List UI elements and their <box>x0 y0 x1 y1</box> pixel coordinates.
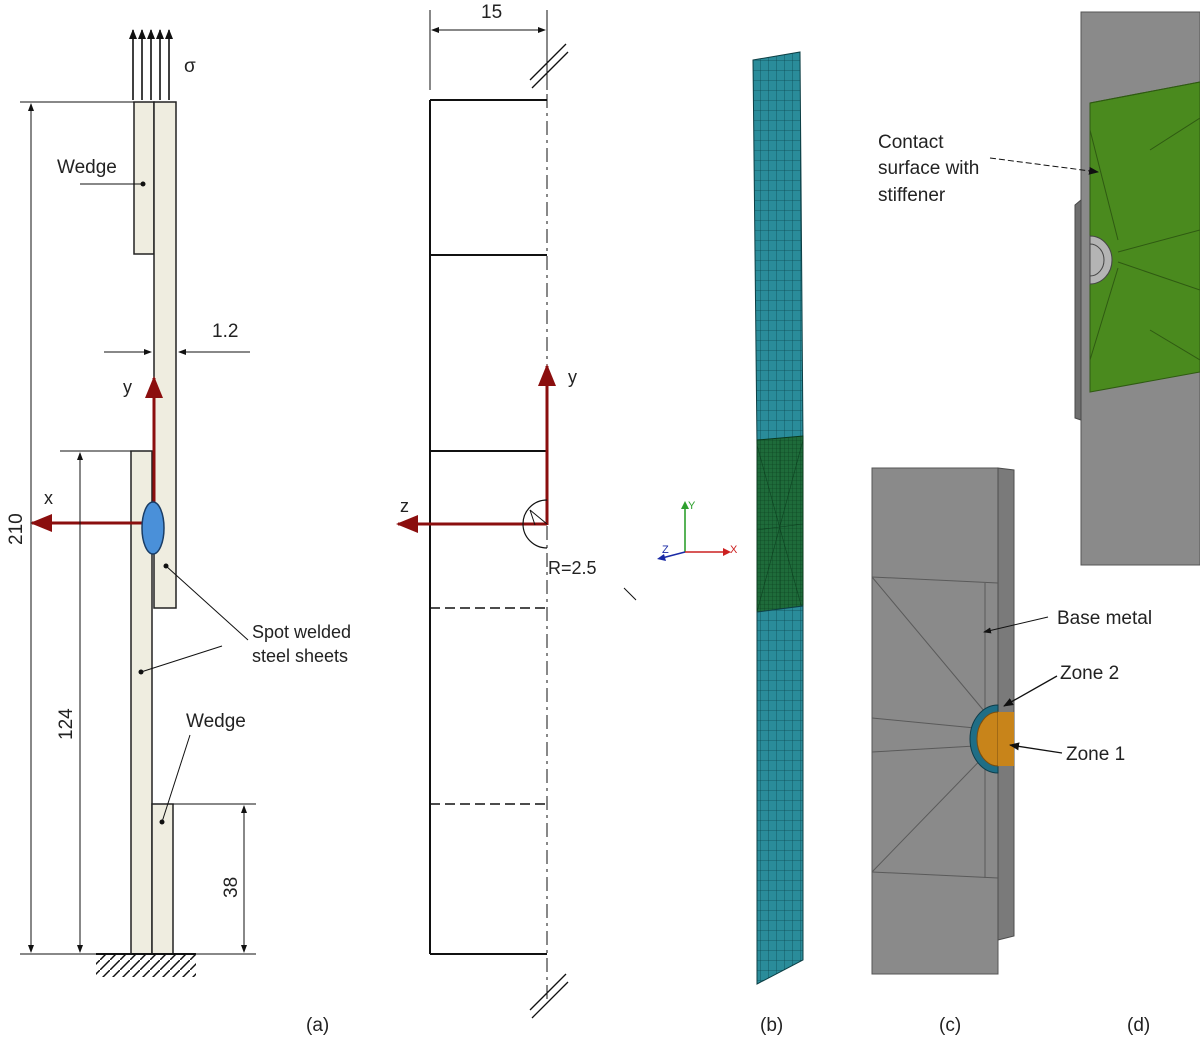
contact-label-line3: stiffener <box>878 185 946 206</box>
zone1-label: Zone 1 <box>1066 744 1125 765</box>
side-sheet <box>997 467 1015 941</box>
geom-axis-z-label: z <box>400 496 409 516</box>
geom-axis-y-label: y <box>568 367 577 387</box>
top-wedge <box>133 101 155 255</box>
coordinate-triad: Y X Z <box>657 500 738 561</box>
ground-hatch <box>96 955 196 977</box>
base-metal-label: Base metal <box>1057 608 1152 629</box>
caption-b: (b) <box>760 1015 783 1036</box>
panel-geometry: 15 y z R=2.5 <box>396 2 637 1019</box>
panel-a: σ Wedge Wedge 1.2 y x Spot welded steel <box>6 29 351 1036</box>
stress-symbol: σ <box>184 56 196 77</box>
radius-label: R=2.5 <box>548 558 597 578</box>
mesh-upper <box>752 51 804 447</box>
panel-b: Y X Z (b) <box>657 51 804 1036</box>
wedge-top-label: Wedge <box>57 157 117 178</box>
bottom-wedge <box>151 803 174 955</box>
axis-y-label: y <box>123 377 132 397</box>
caption-c: (c) <box>939 1015 961 1036</box>
caption-a: (a) <box>306 1015 329 1036</box>
weld-label-line1: Spot welded <box>252 622 351 642</box>
wedge-bottom-label: Wedge <box>186 711 246 732</box>
contact-label-line2: surface with <box>878 158 979 179</box>
axis-x-label: x <box>44 488 53 508</box>
upper-sheet <box>153 101 177 609</box>
triad-y: Y <box>688 500 696 512</box>
contact-weld-hole <box>1089 235 1113 285</box>
stiffener-side <box>1074 198 1082 421</box>
triad-z: Z <box>662 544 669 556</box>
contact-label-line1: Contact <box>878 132 944 153</box>
zone2-label: Zone 2 <box>1060 663 1119 684</box>
triad-x: X <box>730 544 738 556</box>
thickness-dimension: 1.2 <box>212 321 238 342</box>
dimension-210: 210 <box>6 513 27 545</box>
caption-d: (d) <box>1127 1015 1150 1036</box>
panel-c: Base metal Zone 2 Zone 1 (c) <box>871 467 1152 1036</box>
panel-d: Contact surface with stiffener (d) <box>878 11 1200 1036</box>
dimension-38: 38 <box>221 877 242 898</box>
zone1-core <box>976 711 999 767</box>
spot-weld <box>141 501 165 555</box>
width-dimension: 15 <box>481 2 502 23</box>
dimension-124: 124 <box>56 708 77 740</box>
stress-arrows <box>129 29 173 100</box>
mesh-lower <box>756 605 804 985</box>
weld-label-line2: steel sheets <box>252 646 348 666</box>
